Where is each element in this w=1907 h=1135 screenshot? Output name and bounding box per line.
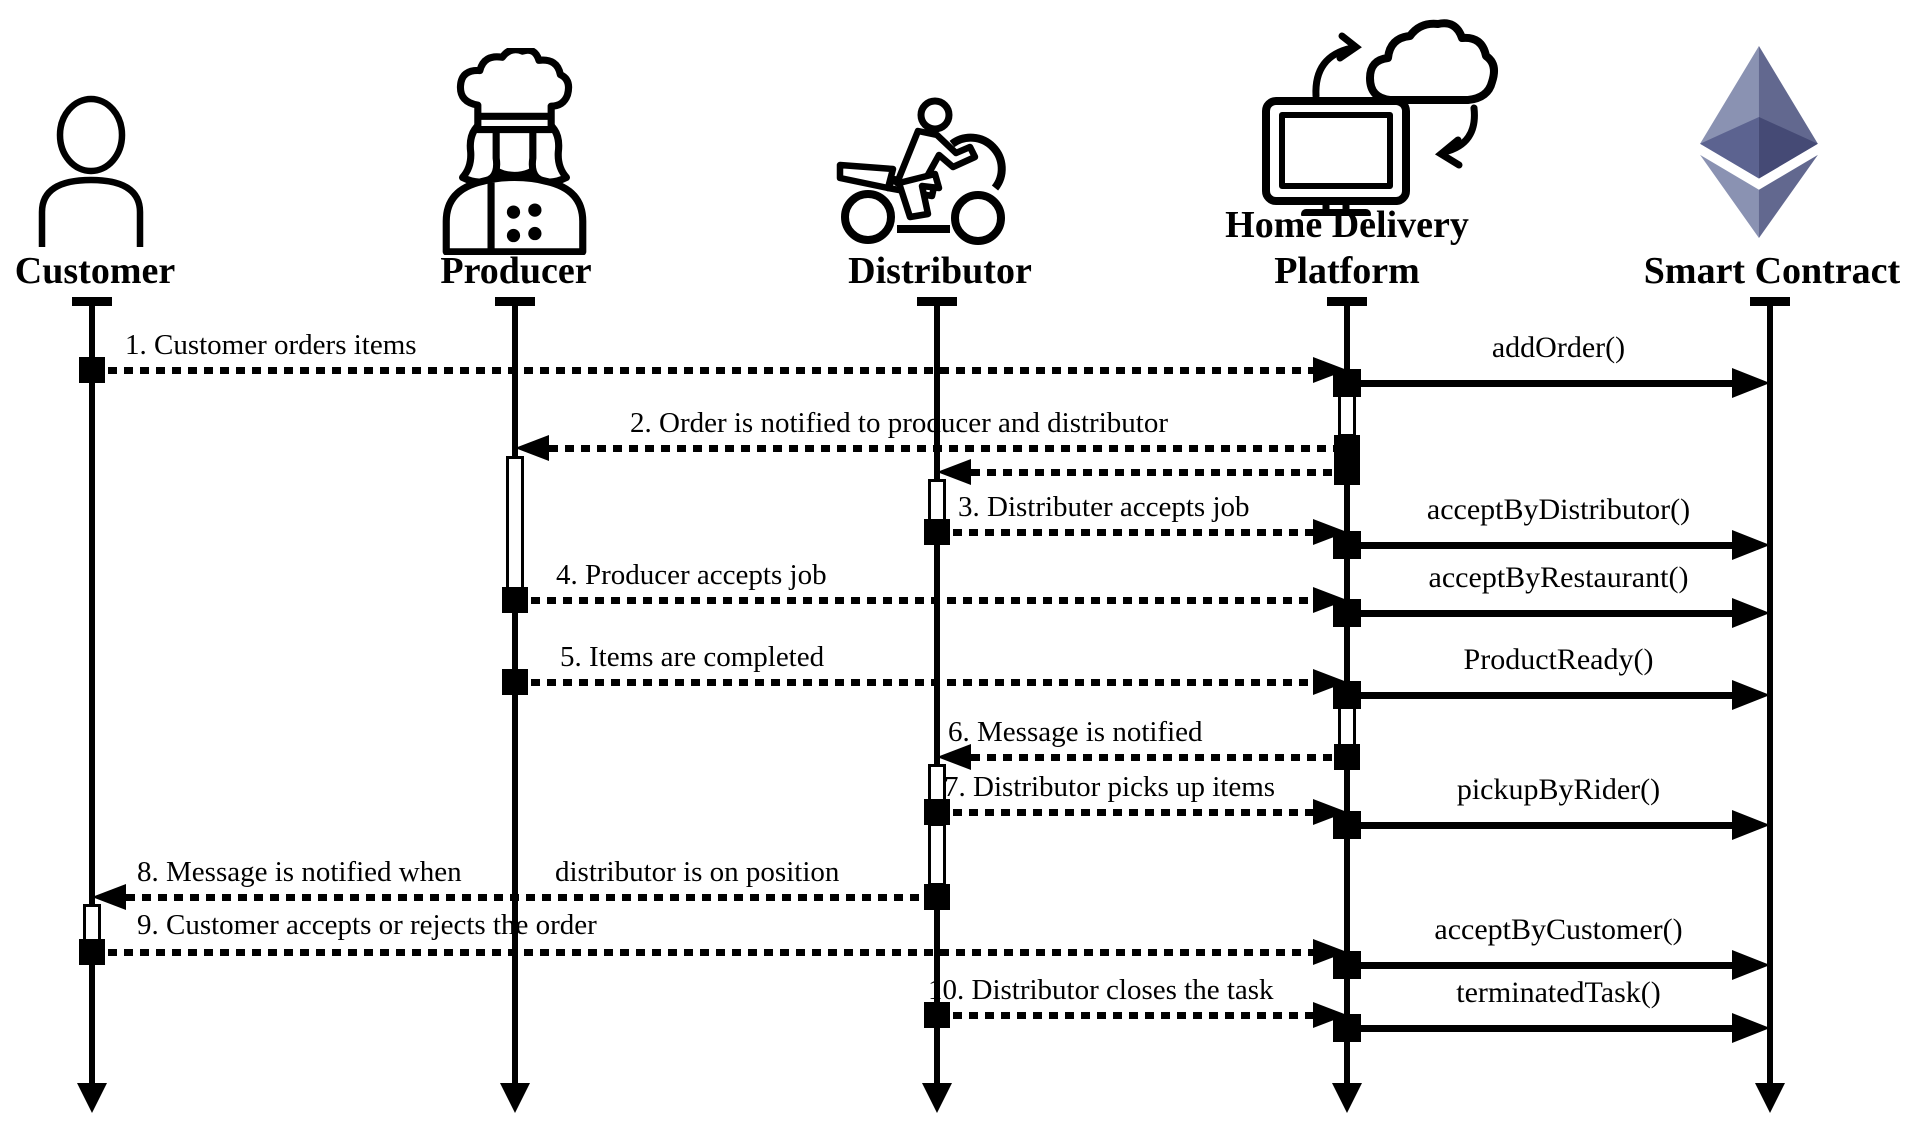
message-6-line xyxy=(971,754,1347,761)
message-6-label: 6. Message is notified xyxy=(948,716,1203,748)
message-10-source-square xyxy=(924,1002,950,1028)
contract-call-6-source-square xyxy=(1333,951,1361,979)
message-9-line xyxy=(92,949,1313,956)
message-1-label: 1. Customer orders items xyxy=(125,329,417,361)
message-4-source-square xyxy=(502,587,528,613)
lifeline-bottom-arrow-producer xyxy=(500,1083,530,1113)
lifeline-smart_contract xyxy=(1767,302,1773,1083)
contract-call-6-line xyxy=(1347,961,1732,969)
chef-icon xyxy=(433,48,596,255)
message-5-source-square xyxy=(502,669,528,695)
message-4-line xyxy=(515,597,1313,604)
message-6-source-square xyxy=(1334,744,1360,770)
lifeline-distributor xyxy=(934,302,940,1083)
message-10-label: 10. Distributor closes the task xyxy=(928,974,1274,1006)
contract-call-7-label: terminatedTask() xyxy=(1456,976,1661,1009)
message-1-line xyxy=(92,367,1313,374)
message-9-label: 9. Customer accepts or rejects the order xyxy=(137,909,597,941)
message-9-source-square xyxy=(79,939,105,965)
message-3-label: 3. Distributer accepts job xyxy=(958,491,1250,523)
actor-label-customer: Customer xyxy=(14,250,176,292)
eth-bottom-left xyxy=(1700,154,1759,238)
contract-call-5-label: pickupByRider() xyxy=(1456,773,1661,806)
lifeline-top-bar-smart_contract xyxy=(1750,297,1790,306)
activation-bar-producer-1 xyxy=(506,456,524,592)
message-5-label: 5. Items are completed xyxy=(560,641,825,673)
message-2-line xyxy=(971,469,1347,476)
message-2-source-square xyxy=(1334,459,1360,485)
contract-call-4-arrowhead xyxy=(1732,680,1770,710)
message-7-line xyxy=(937,809,1313,816)
lifeline-bottom-arrow-customer xyxy=(77,1083,107,1113)
contract-call-1-source-square xyxy=(1333,369,1361,397)
contract-call-4-source-square xyxy=(1333,681,1361,709)
eth-bottom-right xyxy=(1758,154,1818,238)
activation-bar-distributor-2 xyxy=(928,479,946,522)
message-2-source-square xyxy=(1334,435,1360,461)
actor-label-platform-line2: Platform xyxy=(1274,250,1420,292)
lifeline-top-bar-producer xyxy=(495,297,535,306)
contract-call-1-line xyxy=(1347,379,1732,387)
actor-label-platform-line1: Home Delivery xyxy=(1225,204,1469,246)
message-4-label: 4. Producer accepts job xyxy=(556,559,827,591)
message-7-source-square xyxy=(924,799,950,825)
message-8-label: 8. Message is notified when xyxy=(137,856,462,888)
contract-call-3-source-square xyxy=(1333,599,1361,627)
actor-label-smart-contract: Smart Contract xyxy=(1643,250,1901,292)
contract-call-2-arrowhead xyxy=(1732,530,1770,560)
ethereum-icon xyxy=(1700,46,1818,238)
actor-label-producer: Producer xyxy=(440,250,592,292)
contract-call-1-label: addOrder() xyxy=(1491,331,1626,364)
contract-call-1-arrowhead xyxy=(1732,368,1770,398)
contract-call-3-label: acceptByRestaurant() xyxy=(1428,561,1689,594)
lifeline-top-bar-customer xyxy=(72,297,112,306)
lifeline-top-bar-distributor xyxy=(917,297,957,306)
message-8-source-square xyxy=(924,884,950,910)
contract-call-5-arrowhead xyxy=(1732,810,1770,840)
message-2-line xyxy=(549,445,1347,452)
contract-call-4-line xyxy=(1347,691,1732,699)
person-icon xyxy=(35,95,150,247)
message-7-label: 7. Distributor picks up items xyxy=(944,771,1276,803)
contract-call-7-arrowhead xyxy=(1732,1013,1770,1043)
eth-inner-right xyxy=(1758,116,1818,179)
contract-call-2-label: acceptByDistributor() xyxy=(1426,493,1691,526)
message-1-source-square xyxy=(79,357,105,383)
contract-call-6-label: acceptByCustomer() xyxy=(1434,913,1683,946)
message-3-line xyxy=(937,529,1313,536)
contract-call-3-line xyxy=(1347,609,1732,617)
lifeline-top-bar-platform xyxy=(1327,297,1367,306)
eth-inner-left xyxy=(1700,116,1759,179)
lifeline-bottom-arrow-smart_contract xyxy=(1755,1083,1785,1113)
actor-label-distributor: Distributor xyxy=(848,250,1032,292)
lifeline-bottom-arrow-distributor xyxy=(922,1083,952,1113)
message-5-line xyxy=(515,679,1313,686)
contract-call-2-source-square xyxy=(1333,531,1361,559)
activation-bar-platform-3 xyxy=(1338,703,1356,749)
activation-bar-platform-0 xyxy=(1338,393,1356,437)
contract-call-7-source-square xyxy=(1333,1014,1361,1042)
activation-bar-distributor-5 xyxy=(928,823,946,886)
contract-call-2-line xyxy=(1347,541,1732,549)
message-8-line xyxy=(126,894,937,901)
cloud-sync-computer-icon xyxy=(1258,8,1508,216)
lifeline-customer xyxy=(89,302,95,1083)
contract-call-7-line xyxy=(1347,1024,1732,1032)
contract-call-3-arrowhead xyxy=(1732,598,1770,628)
motorcycle-rider-icon xyxy=(835,95,1045,247)
contract-call-5-line xyxy=(1347,821,1732,829)
message-3-source-square xyxy=(924,519,950,545)
contract-call-5-source-square xyxy=(1333,811,1361,839)
contract-call-6-arrowhead xyxy=(1732,950,1770,980)
message-2-label: 2. Order is notified to producer and dis… xyxy=(630,407,1168,439)
lifeline-bottom-arrow-platform xyxy=(1332,1083,1362,1113)
message-8-label-part2: distributor is on position xyxy=(555,856,840,888)
message-10-line xyxy=(937,1012,1313,1019)
contract-call-4-label: ProductReady() xyxy=(1463,643,1654,676)
